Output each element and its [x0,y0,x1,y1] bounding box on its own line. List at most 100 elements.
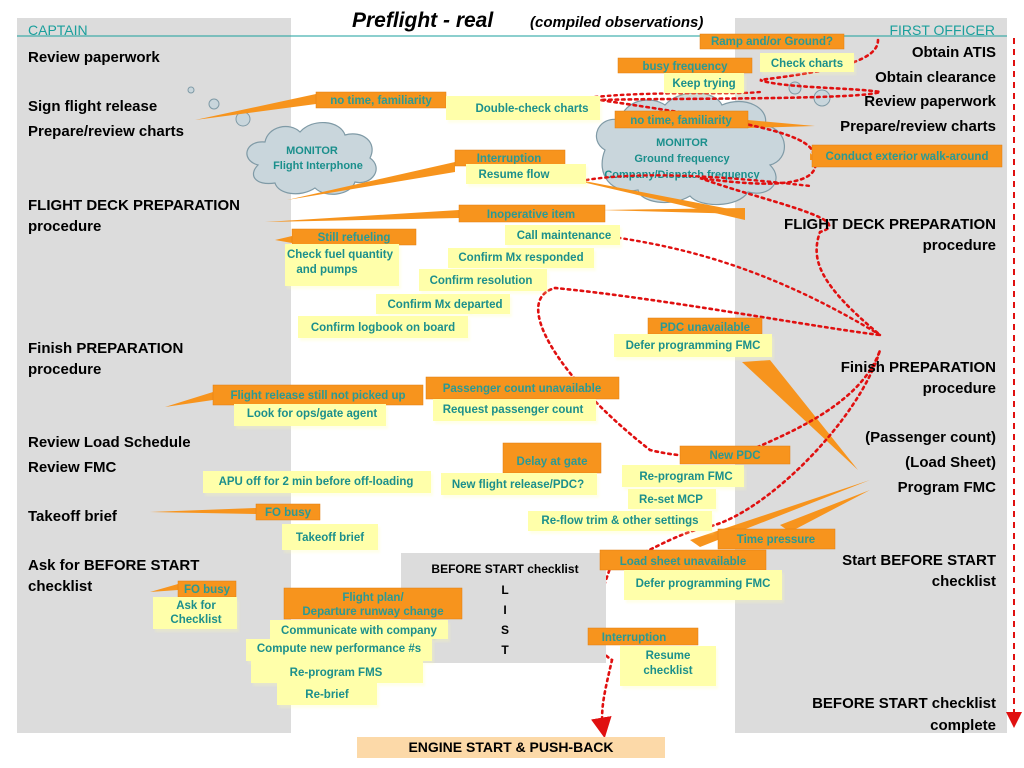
fo-task: procedure [923,237,996,254]
captain-task: procedure [28,361,101,378]
svg-text:Re-program FMC: Re-program FMC [639,471,732,483]
disruption-box: Flight release still not picked up [212,384,424,406]
fo-task: procedure [923,380,996,397]
sticky-note: Keep trying [664,73,744,93]
sticky-note: Defer programming FMC [624,570,782,600]
disruption-box: Conduct exterior walk-around [811,144,1003,168]
svg-text:Confirm logbook on board: Confirm logbook on board [311,322,455,334]
disruption-box: Ramp and/or Ground? [699,33,845,50]
captain-task: Review paperwork [28,49,160,66]
svg-text:MONITOR: MONITOR [656,137,708,149]
page-subtitle: (compiled observations) [530,14,703,31]
sticky-note: Resume flow [466,164,586,184]
svg-text:Re-brief: Re-brief [305,689,349,701]
disruption-box: Interruption [454,149,566,167]
sticky-note: Re-brief [277,683,377,705]
disruption-boxes: Ramp and/or Ground? busy frequency no ti… [177,33,1003,646]
disruption-box: Flight plan/Departure runway change [283,587,463,620]
svg-text:checklist: checklist [643,665,692,677]
svg-text:Re-program FMS: Re-program FMS [290,667,383,679]
sticky-note: Re-flow trim & other settings [528,511,712,531]
svg-text:FO busy: FO busy [265,507,312,519]
svg-text:Flight Interphone: Flight Interphone [273,160,363,172]
sticky-note: Confirm Mx departed [376,294,510,314]
disruption-box: Interruption [587,627,699,646]
disruption-box: Load sheet unavailable [599,549,767,571]
svg-text:Flight plan/: Flight plan/ [342,592,404,604]
sticky-note: Re-program FMS [251,661,423,683]
disruption-box: PDC unavailable [647,317,763,335]
response-notes: Check charts Keep trying Double-check ch… [153,53,854,705]
svg-text:no time, familiarity: no time, familiarity [330,95,432,107]
svg-text:Look for ops/gate agent: Look for ops/gate agent [247,408,378,420]
svg-text:I: I [503,603,506,617]
captain-task: Takeoff brief [28,508,118,525]
fo-task: checklist [932,573,996,590]
fo-task: Start BEFORE START [842,552,996,569]
fo-task: Program FMC [898,479,997,496]
svg-text:Interruption: Interruption [602,632,667,644]
svg-text:Compute new performance #s: Compute new performance #s [257,643,421,655]
captain-task: Prepare/review charts [28,123,184,140]
fo-task: Finish PREPARATION [841,359,996,376]
svg-text:Inoperative item: Inoperative item [487,209,575,221]
fo-task: Obtain clearance [875,69,996,86]
svg-text:Defer programming FMC: Defer programming FMC [626,340,761,352]
sticky-note: Confirm Mx responded [448,248,594,268]
svg-text:Re-set MCP: Re-set MCP [639,494,703,506]
svg-text:Check charts: Check charts [771,58,843,70]
svg-text:Re-flow trim & other settings: Re-flow trim & other settings [541,515,698,527]
svg-text:Delay at gate: Delay at gate [517,456,588,468]
svg-text:ENGINE START & PUSH-BACK: ENGINE START & PUSH-BACK [408,739,613,755]
disruption-box: no time, familiarity [614,110,749,129]
svg-text:Interruption: Interruption [477,153,542,165]
disruption-box: FO busy [255,503,321,521]
disruption-box: Inoperative item [458,204,606,223]
svg-text:MONITOR: MONITOR [286,145,338,157]
svg-text:Flight release still not picke: Flight release still not picked up [230,390,405,402]
svg-text:Resume: Resume [646,650,691,662]
disruption-box: no time, familiarity [315,91,447,109]
svg-text:busy frequency: busy frequency [643,61,729,73]
svg-text:Check fuel quantity: Check fuel quantity [287,249,394,261]
fo-task-list: Obtain ATIS Obtain clearance Review pape… [784,44,997,734]
svg-text:Conduct exterior walk-around: Conduct exterior walk-around [826,151,989,163]
svg-text:Passenger count unavailable: Passenger count unavailable [443,383,602,395]
engine-start-box: ENGINE START & PUSH-BACK [357,737,665,758]
disruption-box: New PDC [679,445,791,465]
captain-task-list: Review paperwork Sign flight release Pre… [28,49,240,595]
svg-text:Defer programming FMC: Defer programming FMC [636,578,771,590]
svg-text:New flight release/PDC?: New flight release/PDC? [452,479,584,491]
disruption-box: Time pressure [717,528,836,550]
sticky-note: Request passenger count [433,399,596,421]
sticky-note: Takeoff brief [282,524,378,550]
captain-header: CAPTAIN [28,22,88,38]
svg-text:Confirm Mx responded: Confirm Mx responded [458,252,583,264]
svg-text:Resume flow: Resume flow [479,169,550,181]
sticky-note: Compute new performance #s [246,639,432,661]
fo-task: Review paperwork [864,93,996,110]
sticky-note: Check fuel quantity and pumps [285,244,399,286]
disruption-box: FO busy [177,580,237,598]
svg-text:Request passenger count: Request passenger count [443,404,584,416]
svg-text:S: S [501,623,509,637]
svg-text:Double-check charts: Double-check charts [475,103,588,115]
sticky-note: Check charts [760,53,854,72]
svg-text:Confirm resolution: Confirm resolution [430,275,533,287]
svg-text:PDC unavailable: PDC unavailable [660,322,750,334]
svg-text:and pumps: and pumps [296,264,357,276]
captain-monitor-cloud: MONITOR Flight Interphone [187,86,377,195]
svg-text:L: L [501,583,508,597]
svg-text:Ask for: Ask for [176,600,216,612]
svg-text:T: T [501,643,509,657]
svg-text:Takeoff brief: Takeoff brief [296,532,364,544]
svg-text:Checklist: Checklist [170,614,221,626]
page-title: Preflight - real [352,9,494,32]
sticky-note: Confirm logbook on board [298,316,468,338]
disruption-box: Still refueling [291,228,417,246]
svg-text:Ramp and/or Ground?: Ramp and/or Ground? [711,36,833,48]
svg-text:Keep trying: Keep trying [672,78,735,90]
captain-task: procedure [28,218,101,235]
sticky-note: Call maintenance [505,225,620,245]
sticky-note: Look for ops/gate agent [234,404,386,426]
